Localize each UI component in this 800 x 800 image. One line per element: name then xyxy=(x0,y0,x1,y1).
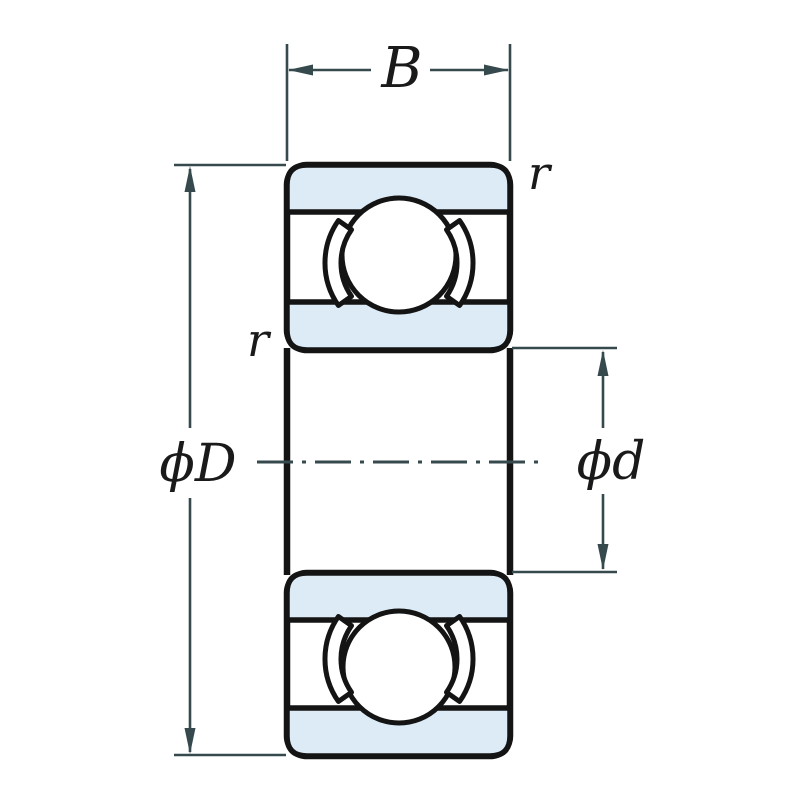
lower-outer-ring-band xyxy=(284,705,513,759)
upper-cage-right xyxy=(444,218,476,308)
lower-ball xyxy=(340,608,458,726)
bearing-body xyxy=(283,161,514,760)
od-arrow-top xyxy=(184,166,196,192)
width-dimension-B: B xyxy=(285,36,512,161)
chamfer-label-outer: r xyxy=(528,146,553,200)
bd-arrow-top xyxy=(597,350,609,376)
bore-diameter-label: ϕd xyxy=(577,432,646,492)
width-label: B xyxy=(380,36,422,101)
outer-diameter-dimension: ϕD xyxy=(159,163,286,757)
b-arrow-left xyxy=(288,64,313,76)
b-arrow-right xyxy=(484,64,509,76)
upper-cage-left xyxy=(322,218,354,308)
upper-ball xyxy=(339,195,459,315)
lower-inner-ring-band xyxy=(284,570,513,623)
bore-diameter-dimension: ϕd xyxy=(512,346,646,574)
upper-outer-ring-band xyxy=(284,162,513,215)
od-arrow-bottom xyxy=(184,728,196,754)
chamfer-label-inner: r xyxy=(247,313,272,367)
upper-ring-section xyxy=(283,161,514,354)
outer-diameter-label: ϕD xyxy=(159,434,236,494)
upper-inner-ring-band xyxy=(284,299,513,353)
bd-arrow-bottom xyxy=(597,544,609,570)
lower-cage-left xyxy=(322,614,354,704)
lower-ring-section xyxy=(283,569,514,760)
lower-cage-right xyxy=(444,614,476,704)
